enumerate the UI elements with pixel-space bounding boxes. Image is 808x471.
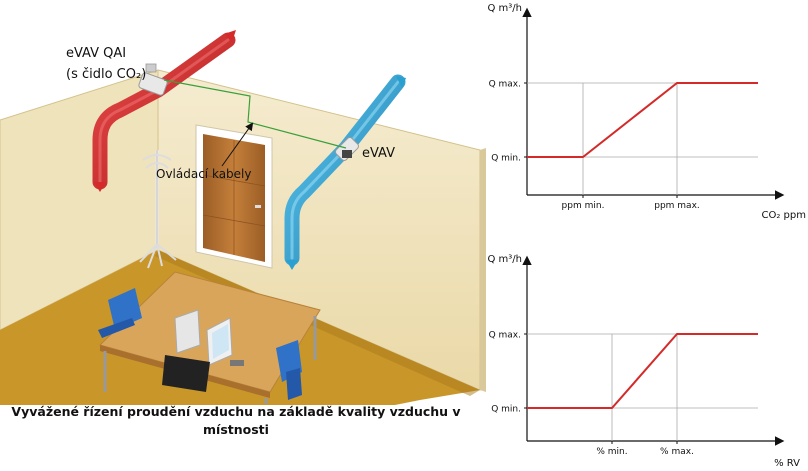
chart-co2-x-ticks: ppm min. ppm max. (562, 195, 700, 211)
chart-rh-series-line (527, 333, 758, 409)
cable-pointer-arrow (221, 122, 254, 167)
caption-line-1: Vyvážené řízení proudění vzduchu na zákl… (11, 404, 460, 419)
red-duct (92, 30, 236, 192)
label-evav: eVAV (362, 146, 395, 161)
label-control-cables: Ovládací kabely (156, 167, 251, 181)
chart-rh-ylabel: Q m³/h (487, 254, 522, 265)
chart-co2-xtick-label-1: ppm max. (654, 201, 700, 211)
chart-co2-ytick-label-0: Q max. (489, 80, 521, 90)
chart-co2-xtick-label-0: ppm min. (562, 201, 605, 211)
chart-rh-xlabel: % RV (774, 458, 800, 469)
label-co2-sensor: (s čidlo CO₂) (66, 67, 146, 82)
blue-duct (284, 74, 406, 270)
evav-qai-unit (138, 63, 168, 96)
caption-line-2: místnosti (203, 422, 269, 437)
chart-rh-y-ticks: Q max. Q min. (489, 331, 527, 415)
chart-rh-xtick-label-1: % max. (660, 447, 694, 457)
label-evav-qai: eVAV QAI (66, 46, 126, 61)
door (195, 124, 273, 269)
computer-monitors (162, 309, 244, 392)
chart-rh-x-ticks: % min. % max. (596, 441, 694, 457)
chart-co2-ytick-label-1: Q min. (491, 154, 521, 164)
chart-rh-ytick-label-0: Q max. (489, 331, 521, 341)
chart-co2: Q m³/h CO₂ ppm Q max.Q min. ppm min.ppm … (487, 3, 806, 221)
chart-co2-gridlines (527, 82, 758, 195)
office-chairs (98, 288, 302, 400)
chart-rh: Q m³/h % RV Q max. Q min. % min. % max. (487, 254, 800, 469)
chart-rh-xtick-label-0: % min. (596, 447, 627, 457)
chart-co2-xlabel: CO₂ ppm (762, 210, 806, 221)
chart-co2-ylabel: Q m³/h (487, 3, 522, 14)
control-cable (163, 79, 347, 149)
evav-unit (335, 137, 359, 161)
chart-rh-gridlines (527, 333, 758, 441)
chart-rh-ytick-label-1: Q min. (491, 405, 521, 415)
coat-stand (139, 150, 177, 269)
chart-co2-series-line (527, 82, 758, 158)
room-illustration: eVAV QAI (s čidlo CO₂) Ovládací kabely e… (0, 30, 486, 437)
chart-co2-y-ticks: Q max. Q min. (489, 80, 527, 164)
